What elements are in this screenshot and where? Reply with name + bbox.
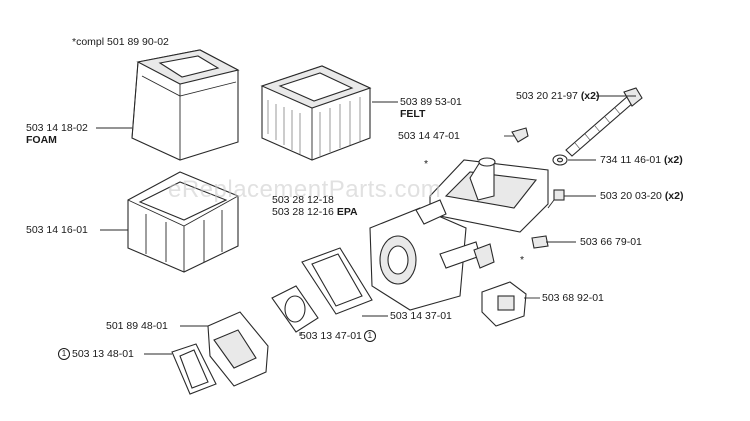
- label-star-2: *: [520, 254, 525, 266]
- label-carburetor: 503 28 12-18: [272, 194, 334, 206]
- leader-lines: [96, 95, 636, 355]
- intake-adapter-part: [207, 311, 269, 387]
- label-gasket: 503 14 37-01: [390, 310, 452, 322]
- carburetor-part: [369, 199, 481, 311]
- label-bolt: 503 20 21-97 (x2): [516, 90, 600, 102]
- felt-filter-part: [260, 65, 372, 161]
- valve-part: [473, 243, 495, 269]
- label-star: *: [424, 158, 429, 170]
- screw-part: [547, 189, 565, 209]
- label-foam-part-number: 503 14 18-02: [26, 122, 88, 134]
- label-foam: FOAM: [26, 134, 57, 146]
- filter-holder-part: [429, 157, 549, 233]
- label-frame: 503 14 16-01: [26, 224, 88, 236]
- label-felt-part-number: 503 89 53-01: [400, 96, 462, 108]
- bolt-part: [565, 87, 643, 157]
- circle-1-marker-2: 1: [58, 348, 70, 361]
- label-fitting: 503 66 79-01: [580, 236, 642, 248]
- label-felt: FELT: [400, 108, 426, 120]
- label-washer: 734 11 46-01 (x2): [600, 154, 683, 166]
- watermark: eReplacementParts.com: [168, 176, 442, 203]
- label-side-block: 503 68 92-01: [542, 292, 604, 304]
- filter-frame-part: [127, 171, 239, 273]
- fitting-part: [531, 235, 549, 249]
- label-intake-adapter: 501 89 48-01: [106, 320, 168, 332]
- label-carburetor-epa: 503 28 12-16 EPA: [272, 206, 358, 218]
- clip-part: [511, 127, 529, 143]
- label-clip: 503 14 47-01: [398, 130, 460, 142]
- label-screw: 503 20 03-20 (x2): [600, 190, 684, 202]
- label-compl: *compl 501 89 90-02: [72, 36, 169, 48]
- side-block-part: [481, 281, 527, 327]
- ring-gasket-part: [271, 285, 319, 333]
- foam-filter-part: [131, 49, 240, 161]
- circle-1-marker: 1: [363, 330, 376, 343]
